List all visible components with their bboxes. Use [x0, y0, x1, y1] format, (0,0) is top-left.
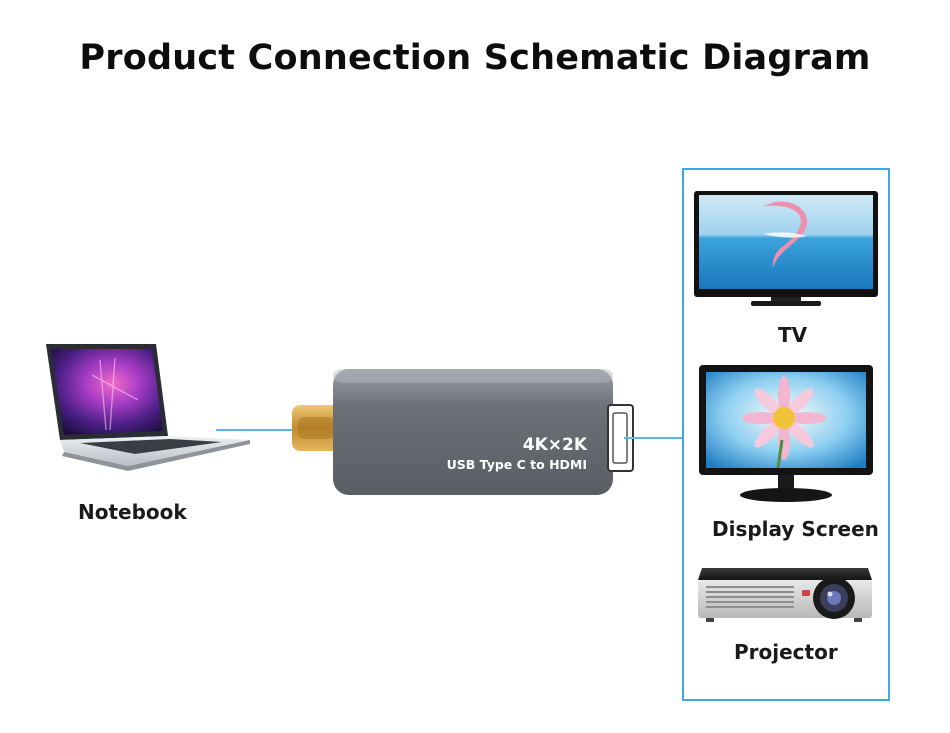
adapter-model-text: USB Type C to HDMI	[447, 457, 587, 472]
diagram-title: Product Connection Schematic Diagram	[79, 38, 871, 78]
display-screen-label: Display Screen	[712, 517, 879, 541]
connection-line-devices	[624, 437, 682, 439]
projector-icon	[698, 568, 872, 622]
laptop-icon	[46, 344, 250, 471]
adapter-resolution-text: 4K×2K	[523, 435, 588, 455]
tv-label: TV	[778, 323, 808, 347]
monitor-icon	[699, 365, 873, 502]
adapter-icon: 4K×2K USB Type C to HDMI	[292, 369, 634, 495]
connection-line-notebook	[216, 429, 298, 431]
tv-icon	[694, 191, 878, 306]
output-devices-box	[682, 168, 890, 701]
projector-label: Projector	[734, 640, 838, 664]
notebook-label: Notebook	[78, 500, 187, 524]
